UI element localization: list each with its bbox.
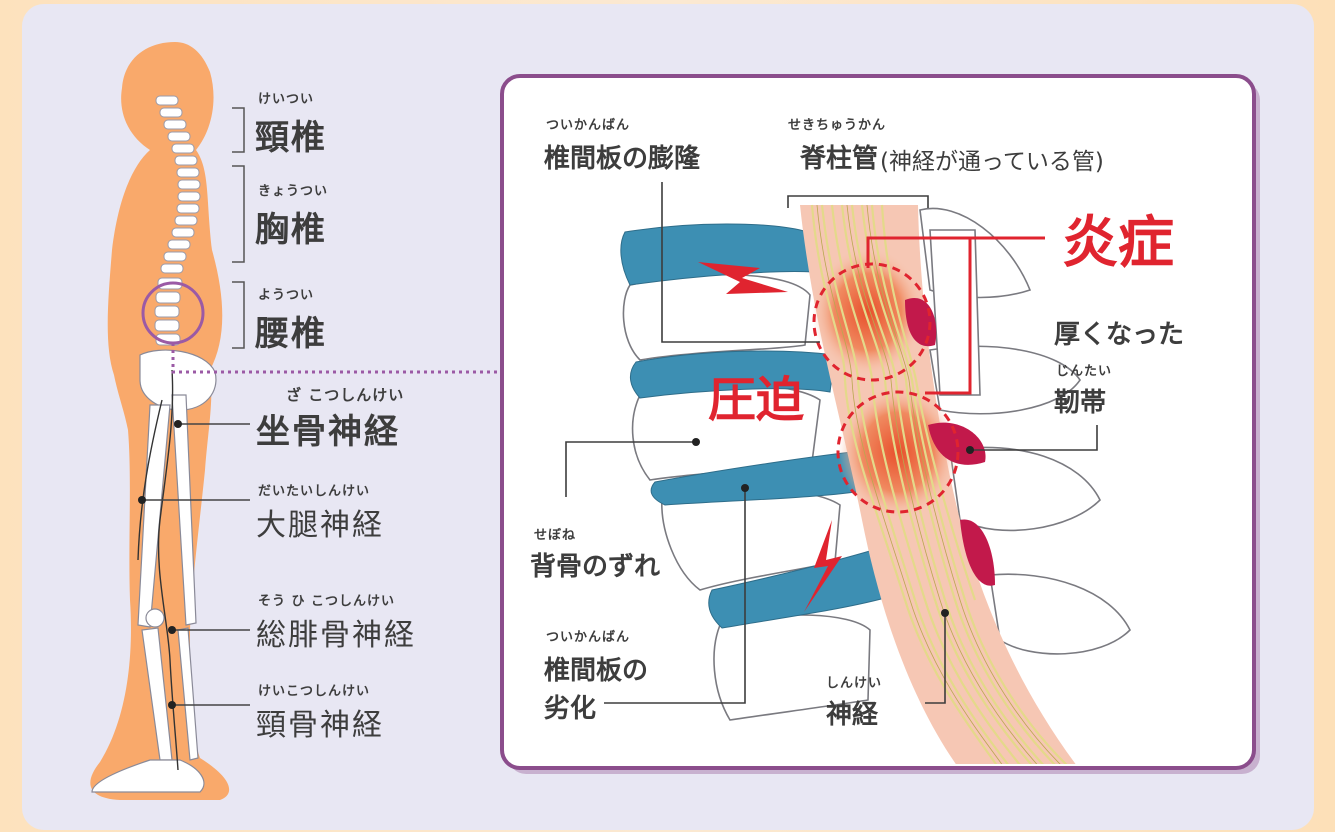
thoracic-label: 胸椎 — [255, 210, 327, 250]
compression-circle-2 — [836, 390, 960, 514]
detail-dots — [692, 438, 974, 617]
sciatic-ruby: ざ こつしんけい — [286, 386, 405, 404]
nerve-ruby: しんけい — [826, 676, 883, 691]
disc-2 — [630, 350, 836, 399]
compression-circle-1 — [812, 262, 932, 382]
lumbar-label: 腰椎 — [255, 314, 327, 354]
facet-4 — [989, 573, 1131, 655]
nerve-label: 神経 — [826, 700, 879, 730]
facet-3 — [949, 446, 1101, 532]
sciatic-label: 坐骨神経 — [256, 412, 400, 452]
compression-label: 圧迫 — [708, 372, 805, 428]
ligament-line1: 厚くなった — [1054, 320, 1185, 350]
femoral-ruby: だいたいしんけい — [258, 484, 371, 499]
lumbar-ruby: ようつい — [258, 288, 315, 303]
connector-dotted-line — [171, 343, 504, 374]
cervical-label: 頸椎 — [255, 118, 327, 158]
disc-1 — [620, 223, 816, 286]
disc-bulge-label: 椎間板の膨隆 — [544, 144, 701, 174]
lamina-1 — [929, 229, 981, 396]
ligament-line2: 靭帯 — [1054, 388, 1107, 418]
detail-leader-lines — [565, 182, 1098, 704]
disc-4 — [708, 547, 886, 629]
nerve-leader-lines — [142, 423, 250, 706]
spinal-canal-label: 脊柱管 — [800, 144, 879, 174]
inflammation-callout-lines — [866, 236, 1045, 395]
disc-degeneration-line1: 椎間板の — [544, 656, 649, 686]
pain-lightning-2 — [804, 520, 842, 612]
spinal-canal-note: (神経が通っている管) — [880, 149, 1104, 175]
vertebra-4 — [713, 614, 871, 721]
spine-cross-section — [620, 204, 1131, 764]
inflammation-label: 炎症 — [1062, 211, 1174, 276]
vertebra-shift-ruby: せぼね — [534, 528, 577, 543]
spinal-canal-ruby: せきちゅうかん — [788, 118, 887, 133]
disc-degeneration-ruby: ついかんばん — [546, 630, 631, 645]
disc-3 — [650, 449, 871, 506]
vertebra-1 — [622, 273, 811, 361]
nerve-bundle — [810, 204, 1073, 764]
thoracic-ruby: きょうつい — [258, 184, 329, 199]
peroneal-label: 総腓骨神経 — [256, 618, 416, 653]
nerve-dots — [138, 420, 182, 709]
skeleton-legs — [91, 349, 217, 793]
nerve-lines — [137, 369, 179, 771]
spine-region-brackets — [232, 107, 245, 349]
spine — [154, 95, 201, 346]
ligament-ruby: じんたい — [1056, 364, 1113, 379]
disc-bulge-ruby: ついかんばん — [546, 118, 631, 133]
vertebra-shift-label: 背骨のずれ — [530, 552, 661, 582]
ligament-3 — [960, 519, 995, 586]
tibial-ruby: けいこつしんけい — [258, 684, 371, 699]
pain-lightning-1 — [698, 262, 788, 294]
peroneal-ruby: そう ひ こつしんけい — [258, 594, 396, 609]
femoral-label: 大腿神経 — [256, 508, 384, 543]
cervical-ruby: けいつい — [258, 92, 315, 107]
tibial-label: 頸骨神経 — [256, 708, 384, 743]
disc-degeneration-line2: 劣化 — [544, 694, 597, 724]
